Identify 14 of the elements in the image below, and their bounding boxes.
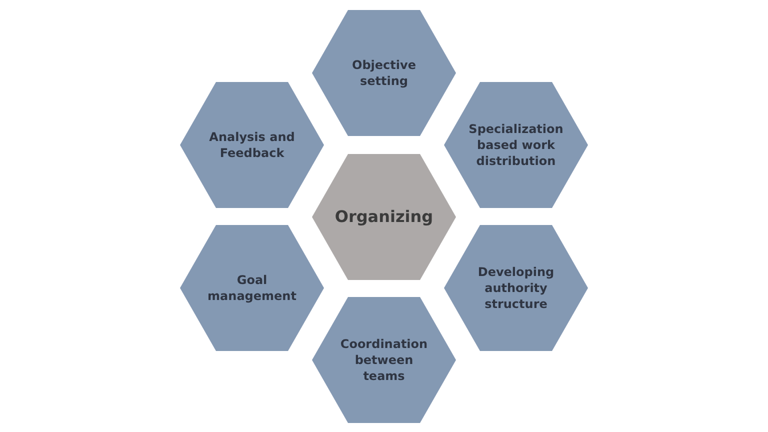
hexagon [312, 154, 456, 280]
hexagon [180, 82, 324, 208]
hexagon [180, 225, 324, 351]
hexagon-label: Specialization based work distribution [468, 121, 564, 169]
hexagon-label: Goal management [206, 272, 298, 304]
hexagon [444, 82, 588, 208]
hexagon-label: Objective setting [351, 57, 417, 89]
hexagon-label: Analysis and Feedback [208, 129, 296, 161]
hexagon-label: Organizing [334, 207, 434, 227]
hexagon-label: Coordination between teams [339, 336, 429, 384]
hexagon [312, 297, 456, 423]
hexagon [444, 225, 588, 351]
hexagon [312, 10, 456, 136]
hexagon-label: Developing authority structure [476, 264, 556, 312]
